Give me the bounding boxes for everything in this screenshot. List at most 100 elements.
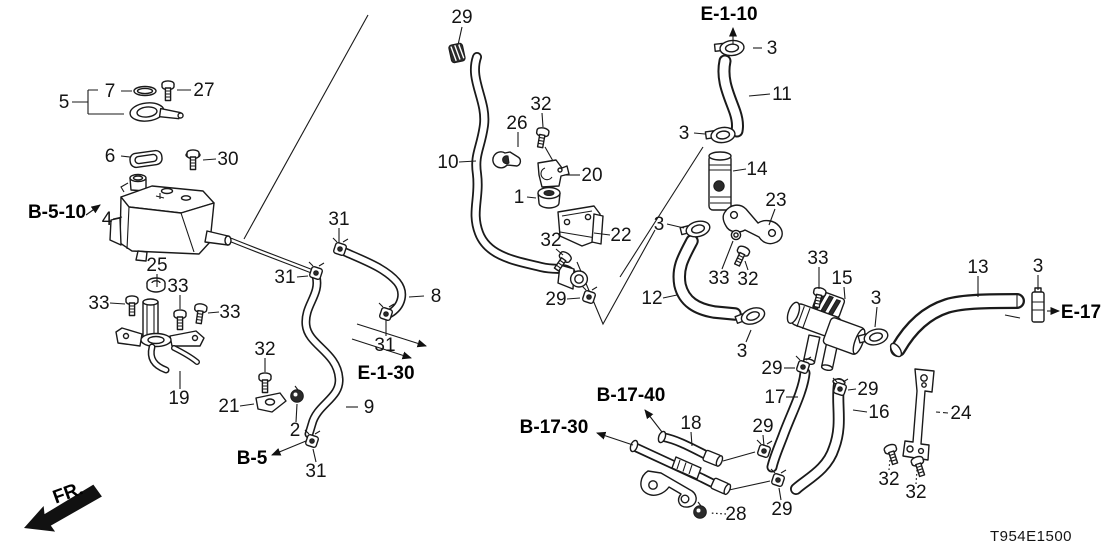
callout-29-e: 29 bbox=[752, 416, 773, 437]
callout-13: 13 bbox=[967, 257, 988, 278]
callout-11: 11 bbox=[772, 84, 792, 105]
mount-rubber-1 bbox=[537, 186, 561, 209]
callout-29-b: 29 bbox=[545, 289, 566, 310]
ref-b-5-10: B-5-10 bbox=[28, 202, 86, 223]
callout-10: 10 bbox=[437, 152, 458, 173]
callout-32-c: 32 bbox=[737, 269, 758, 290]
diagram-code: T954E1500 bbox=[990, 528, 1072, 545]
callout-9: 9 bbox=[364, 397, 375, 418]
clamp-bracket-20 bbox=[537, 159, 570, 188]
callout-21: 21 bbox=[218, 396, 239, 417]
bracket-22 bbox=[557, 205, 604, 247]
callout-3-b: 3 bbox=[679, 123, 690, 144]
callout-32-e: 32 bbox=[878, 469, 899, 490]
callout-16: 16 bbox=[868, 402, 889, 423]
callout-25: 25 bbox=[146, 255, 167, 276]
ref-e-1-10: E-1-10 bbox=[700, 4, 757, 25]
callout-3-d: 3 bbox=[1033, 256, 1044, 277]
washer-25 bbox=[146, 277, 166, 293]
callout-18: 18 bbox=[680, 413, 701, 434]
nut-33 bbox=[730, 229, 742, 241]
callout-3-f: 3 bbox=[737, 341, 748, 362]
fr-direction-arrow: FR. bbox=[24, 478, 102, 532]
grommet-2 bbox=[290, 385, 304, 403]
water-hose-12 bbox=[672, 234, 742, 321]
callout-3-c: 3 bbox=[654, 214, 665, 235]
bypass-pipe-18 bbox=[629, 430, 732, 508]
joint-3-e17 bbox=[1031, 287, 1045, 323]
callout-33-d: 33 bbox=[88, 293, 109, 314]
callout-26: 26 bbox=[506, 113, 527, 134]
callout-27: 27 bbox=[193, 80, 214, 101]
callout-24: 24 bbox=[950, 403, 972, 424]
joint-assembly-19 bbox=[115, 298, 205, 374]
callout-2: 2 bbox=[290, 420, 301, 441]
inlet-pipe-14 bbox=[708, 151, 732, 211]
callout-1: 1 bbox=[514, 187, 525, 208]
callout-3-a: 3 bbox=[767, 38, 778, 59]
callout-3-e: 3 bbox=[871, 288, 882, 309]
callout-29-c: 29 bbox=[761, 358, 782, 379]
callout-4: 4 bbox=[102, 209, 113, 230]
clip-26 bbox=[492, 151, 522, 169]
callout-5: 5 bbox=[59, 92, 70, 113]
callout-29-f: 29 bbox=[771, 499, 792, 520]
bracket-24 bbox=[902, 368, 935, 461]
callout-31-c: 31 bbox=[374, 335, 395, 356]
callout-29-d: 29 bbox=[857, 379, 878, 400]
callout-17: 17 bbox=[764, 387, 785, 408]
callout-22: 22 bbox=[610, 225, 631, 246]
callout-33-e: 33 bbox=[219, 302, 240, 323]
bolt-32-c bbox=[730, 243, 752, 269]
callout-28: 28 bbox=[725, 504, 746, 525]
water-hose-11 bbox=[717, 54, 745, 138]
water-hose-10 bbox=[470, 52, 589, 290]
callout-19: 19 bbox=[168, 388, 189, 409]
callout-30: 30 bbox=[217, 149, 238, 170]
callout-7: 7 bbox=[105, 81, 116, 102]
ref-b-17-40: B-17-40 bbox=[597, 385, 666, 406]
callout-31-d: 31 bbox=[305, 461, 326, 482]
callout-31-a: 31 bbox=[328, 209, 349, 230]
callout-14: 14 bbox=[746, 159, 768, 180]
reserve-tank-cap bbox=[129, 80, 184, 122]
bolt-32-d bbox=[882, 442, 902, 467]
water-hose-17 bbox=[766, 367, 811, 473]
callout-32-a: 32 bbox=[530, 94, 551, 115]
callout-31-b: 31 bbox=[274, 267, 295, 288]
water-hose-9 bbox=[301, 271, 344, 439]
callout-6: 6 bbox=[105, 146, 116, 167]
reference-arrows bbox=[85, 27, 1060, 456]
callout-32-f: 32 bbox=[905, 482, 926, 503]
callout-33-c: 33 bbox=[167, 276, 188, 297]
reserve-tank-4 bbox=[109, 173, 232, 262]
water-hose-13 bbox=[889, 293, 1025, 358]
callout-15: 15 bbox=[831, 268, 852, 289]
callout-20: 20 bbox=[581, 165, 602, 186]
water-valve-15 bbox=[786, 290, 866, 372]
leader-lines bbox=[72, 26, 1039, 515]
ref-b-17-30: B-17-30 bbox=[520, 417, 589, 438]
callout-12: 12 bbox=[641, 288, 662, 309]
bracket-21 bbox=[255, 372, 287, 413]
callout-23: 23 bbox=[765, 190, 786, 211]
callout-32-d: 32 bbox=[254, 339, 275, 360]
ref-e-1-30: E-1-30 bbox=[357, 363, 414, 384]
mount-bolts-33 bbox=[125, 295, 209, 331]
ref-b-5: B-5 bbox=[237, 448, 268, 469]
tank-gasket-6 bbox=[129, 149, 201, 171]
callout-labels: 29 E-1-10 3 5 7 27 11 32 26 3 6 30 10 14… bbox=[28, 4, 1101, 545]
ref-e-17: E-17 bbox=[1061, 302, 1101, 323]
callout-33-b: 33 bbox=[708, 268, 729, 289]
water-hose-8 bbox=[340, 247, 407, 319]
bolt-32-a bbox=[533, 126, 551, 149]
tank-outlet-tube bbox=[228, 237, 314, 274]
clamps bbox=[304, 38, 891, 488]
callout-33-a: 33 bbox=[807, 248, 828, 269]
callout-8: 8 bbox=[431, 286, 442, 307]
callout-29-a: 29 bbox=[451, 7, 472, 28]
grommet-28 bbox=[693, 501, 707, 519]
bracket-23 bbox=[722, 204, 783, 245]
